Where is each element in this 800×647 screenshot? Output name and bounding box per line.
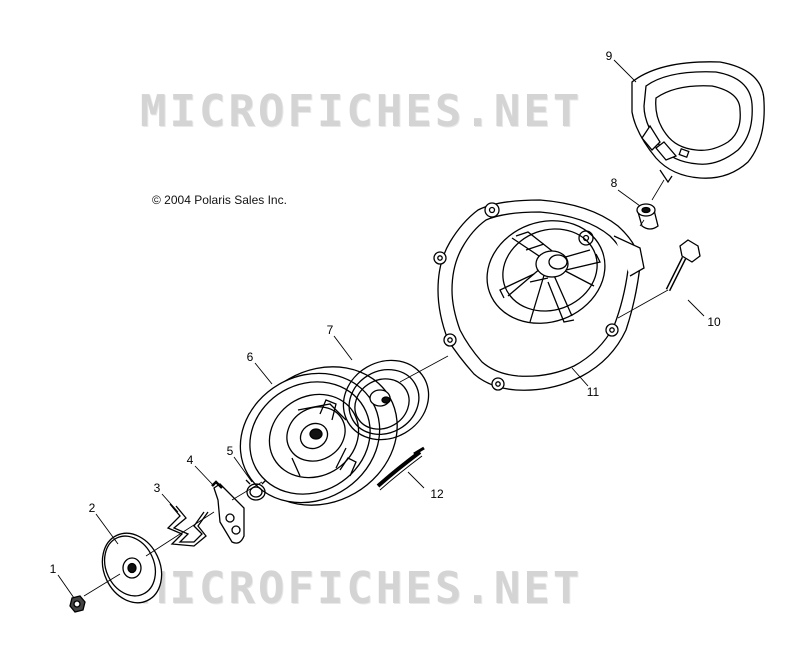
callout-2: 2 — [88, 501, 96, 515]
callout-7: 7 — [326, 323, 334, 337]
recoil-housing-drawing — [434, 200, 644, 390]
pawl-spring-drawing — [168, 504, 208, 546]
callout-1: 1 — [49, 562, 57, 576]
copyright-notice: © 2004 Polaris Sales Inc. — [152, 193, 287, 207]
pawl-drawing — [212, 482, 244, 543]
callout-11: 11 — [586, 385, 600, 399]
callout-10: 10 — [707, 315, 721, 329]
callout-3: 3 — [153, 481, 161, 495]
handle-drawing — [632, 62, 764, 182]
starter-rope-drawing — [378, 448, 424, 490]
callout-12: 12 — [430, 487, 444, 501]
watermark-top: MICROFICHES.NET — [140, 86, 583, 137]
watermark-bottom: MICROFICHES.NET — [140, 563, 583, 614]
cover-plate-drawing — [91, 524, 172, 613]
bolt-drawing — [668, 240, 700, 290]
starter-spring-drawing — [329, 345, 443, 455]
retaining-ring-drawing — [246, 480, 266, 500]
leader-lines — [58, 60, 704, 598]
callout-8: 8 — [610, 176, 618, 190]
pulley-drawing — [217, 340, 423, 532]
assembly-axis-lines — [84, 180, 668, 596]
callout-4: 4 — [186, 453, 194, 467]
callout-9: 9 — [605, 49, 613, 63]
callout-6: 6 — [246, 350, 254, 364]
nut-drawing — [70, 596, 85, 612]
callout-5: 5 — [226, 444, 234, 458]
bushing-drawing — [637, 204, 658, 229]
